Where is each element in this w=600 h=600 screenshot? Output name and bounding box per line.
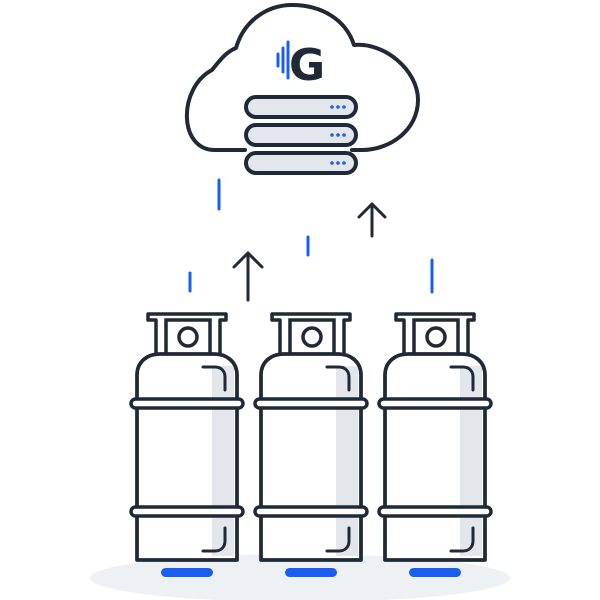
server-unit-2 <box>244 123 358 147</box>
status-dots-icon <box>330 105 346 109</box>
server-stack <box>244 95 358 175</box>
cloud-logo: G <box>276 40 325 91</box>
arrow-up-icon <box>357 202 387 238</box>
valve-icon <box>177 326 199 348</box>
status-dots-icon <box>330 133 346 137</box>
logo-letter: G <box>289 40 325 91</box>
sound-wave-icon <box>276 40 290 80</box>
server-unit-3 <box>244 151 358 175</box>
status-dots-icon <box>330 161 346 165</box>
ground-shadow <box>90 554 510 600</box>
valve-icon <box>425 326 447 348</box>
server-unit-1 <box>244 95 358 119</box>
cloud-icon <box>184 3 420 152</box>
valve-icon <box>301 326 323 348</box>
gas-tank-1 <box>129 312 245 577</box>
gas-tank-3 <box>377 312 493 577</box>
arrow-up-icon <box>232 251 264 302</box>
gas-tank-2 <box>253 312 369 577</box>
